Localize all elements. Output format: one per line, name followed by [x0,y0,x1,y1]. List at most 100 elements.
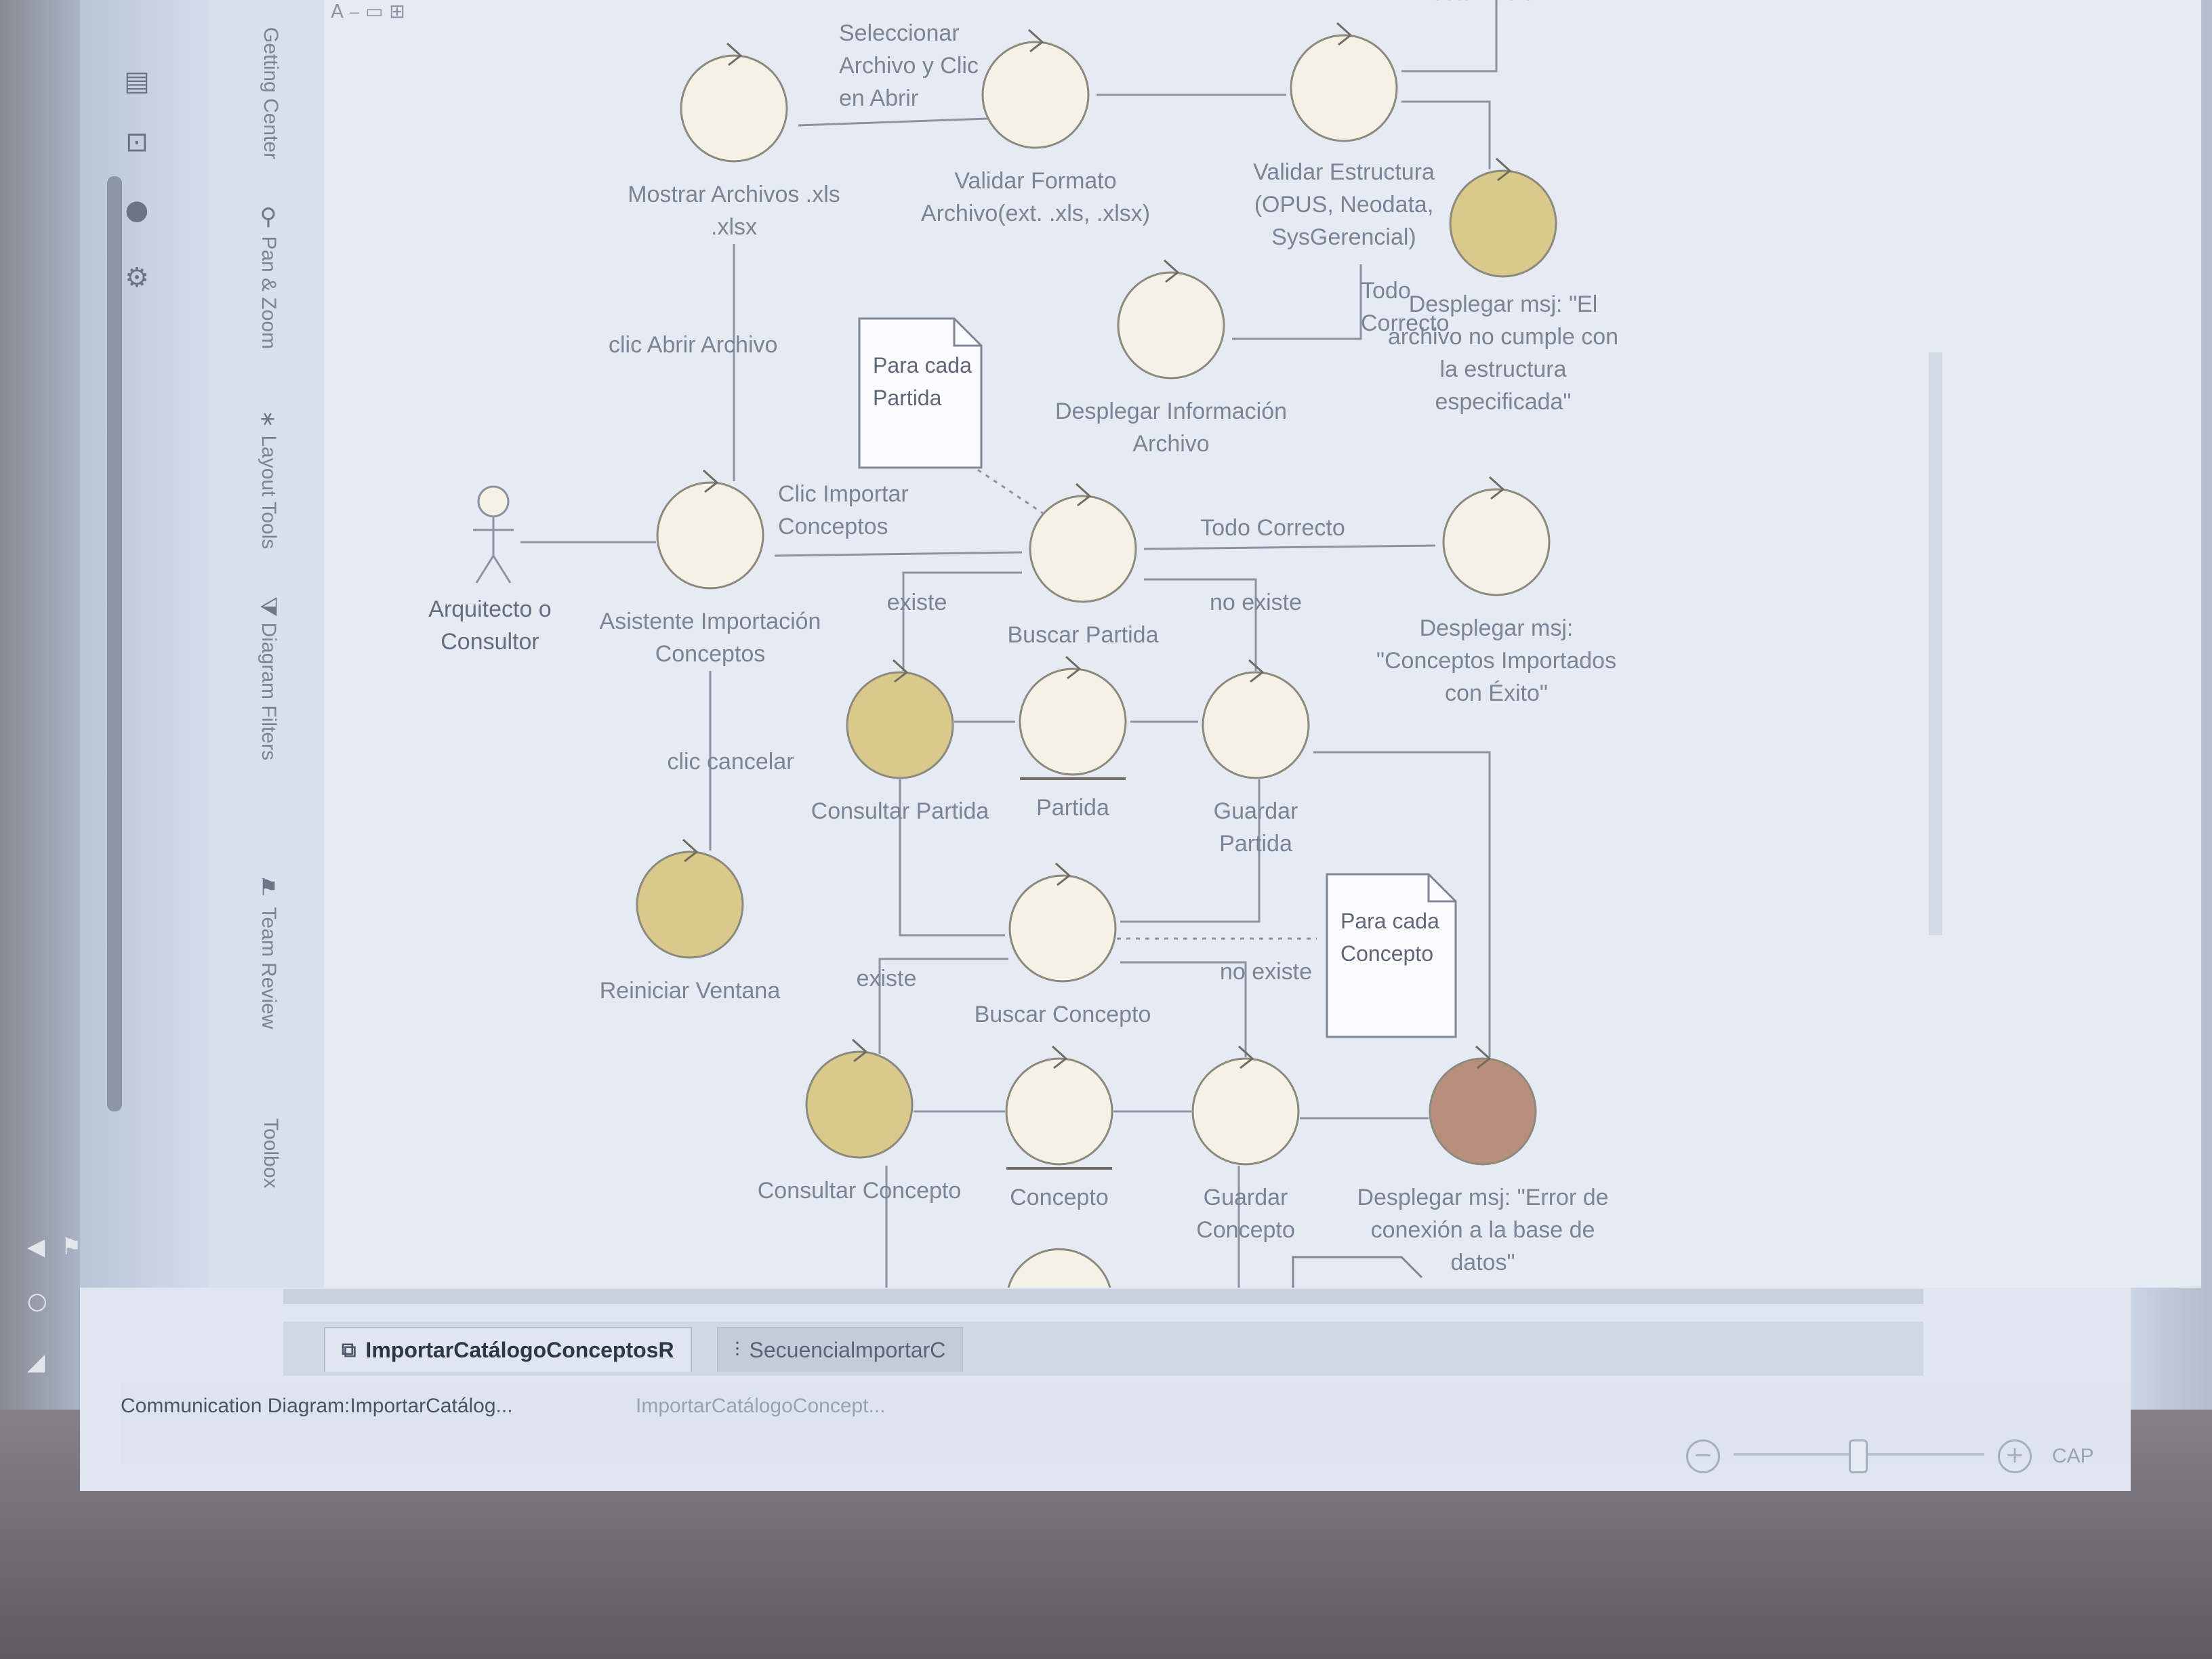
node-reiniciar-ventana[interactable] [636,838,744,959]
node-desplegar-error-conexion[interactable] [1429,1045,1537,1166]
node-desplegar-msg-estructura[interactable] [1449,157,1557,278]
connector-line [774,551,1023,557]
node-partida[interactable] [1019,655,1127,780]
connector-line [798,117,989,127]
tab-pan-zoom[interactable]: ⚲ Pan & Zoom [255,203,282,350]
zoom-out-button[interactable]: − [1686,1439,1720,1473]
node-asistente[interactable] [656,469,764,590]
canvas-toolbar-icons: A ⎯ ▭ ⊞ [331,0,405,22]
tab-getting-center[interactable]: Getting Center [260,27,282,160]
start-page-icon[interactable]: ▤ [124,66,150,97]
node-guardar-partida[interactable] [1202,659,1310,779]
actor-arquitecto[interactable] [473,485,514,583]
zoom-slider-thumb[interactable] [1849,1439,1868,1473]
partial-node-bottom [1007,1248,1111,1288]
partial-note-bottom [1292,1256,1423,1288]
node-guardar-concepto[interactable] [1191,1045,1300,1166]
node-buscar-partida[interactable] [1029,483,1137,603]
node-label: Reiniciar Ventana [600,978,781,1004]
note-concepto[interactable] [1326,873,1457,1038]
connector-line [1144,578,1257,671]
os-tray-icons: ◀ ⚑ ○ ◢ [20,1233,102,1410]
connector-line [899,779,1005,937]
connector-line [902,571,1022,671]
zoom-in-button[interactable]: + [1998,1439,2032,1473]
filter-icon: ⧩ [255,596,282,617]
node-label: Buscar Concepto [975,1002,1151,1027]
node-label: Consultar Partida [811,798,989,824]
connector-line [1401,0,1498,73]
connector-line [1232,264,1362,340]
tab-layout-tools[interactable]: ⚹ Layout Tools [255,407,282,550]
status-element-name: ImportarCatálogoConcept... [636,1395,886,1417]
edge-label-existe-2: existe [857,966,917,991]
tab-importar-catalogo[interactable]: ⧉ ImportarCatálogoConceptosR [324,1327,692,1372]
circle-icon[interactable]: ○ [27,1288,47,1315]
tab-diagram-filters[interactable]: ⧩ Diagram Filters [255,596,282,761]
signal-icon[interactable]: ◢ [27,1349,45,1376]
browser-icon[interactable]: ⊡ [125,127,148,158]
side-tabs: Getting Center ⚲ Pan & Zoom ⚹ Layout Too… [209,0,324,1288]
diagram-nodes [473,22,1557,1288]
connector-line [1120,961,1247,1057]
node-mostrar-archivos[interactable] [680,42,788,163]
node-label: Consultar Concepto [758,1178,962,1204]
node-desplegar-informacion[interactable] [1117,259,1225,380]
tab-toolbox[interactable]: Toolbox [260,1118,282,1189]
node-label: Concepto [1010,1185,1109,1210]
horizontal-scrollbar[interactable] [283,1289,1923,1304]
node-consultar-partida[interactable] [846,659,954,779]
left-toolbar: ▤ ⊡ ● ⚙ [80,0,209,1288]
speaker-icon[interactable]: ◀ [27,1233,45,1261]
node-validar-formato[interactable] [981,28,1090,149]
node-buscar-concepto[interactable] [1008,862,1117,983]
node-label: Validar Estructura(OPUS, Neodata,SysGere… [1253,159,1435,250]
edge-label-no-existe-2: no existe [1220,959,1312,985]
node-validar-estructura[interactable] [1290,22,1398,142]
connector-line [1401,100,1491,169]
caps-indicator: CAP [2052,1445,2094,1467]
node-label: Partida [1036,795,1109,821]
flag-icon[interactable]: ⚑ [61,1233,82,1261]
toolbar-scrollbar[interactable] [107,176,122,1111]
status-diagram-name: Communication Diagram:ImportarCatálog... [121,1395,513,1417]
review-icon: ⚑ [255,874,282,901]
status-bar: Communication Diagram:ImportarCatálog...… [121,1382,2131,1473]
node-desplegar-exito[interactable] [1442,476,1551,596]
projection-left-edge [0,0,80,1423]
edge-label-no-existe-1: no existe [1210,590,1302,615]
settings-icon[interactable]: ● [125,194,149,226]
tab-team-review[interactable]: ⚑ Team Review [255,874,282,1029]
edge-label-todo-correcto-2: Todo Correcto [1200,515,1345,541]
node-consultar-concepto[interactable] [805,1038,914,1159]
connector-line [1120,779,1261,923]
note-partida[interactable] [858,317,983,469]
communication-diagram-icon: ⧉ [342,1338,356,1362]
connector-line [1143,544,1436,550]
gear-icon[interactable]: ⚙ [125,262,149,293]
edge-label-existe-1: existe [887,590,947,615]
edge-label-esta-vacio: esta vacio [1431,0,1534,5]
layout-icon: ⚹ [255,407,282,430]
connector-line [878,958,1008,1054]
tab-label: ImportarCatálogoConceptosR [365,1337,674,1362]
connector-line [1313,751,1491,1057]
vertical-scrollbar[interactable] [1929,352,1942,935]
edge-label-clic-cancelar: clic cancelar [667,749,794,775]
node-concepto[interactable] [1005,1045,1113,1170]
tab-secuencial-importar[interactable]: ⫶ SecuencialmportarC [717,1327,964,1372]
diagram-tab-bar: ⧉ ImportarCatálogoConceptosR ⫶ Secuencia… [283,1322,1923,1376]
diagram-connectors [520,0,1498,1288]
